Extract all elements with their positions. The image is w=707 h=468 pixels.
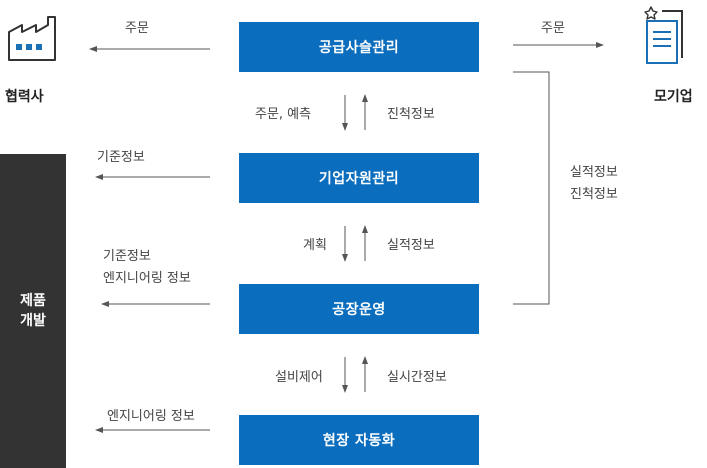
- field-automation-box: 현장 자동화: [239, 415, 479, 465]
- right-label-line-1: 실적정보: [570, 165, 618, 180]
- erp-box: 기업자원관리: [239, 153, 479, 203]
- star-icon: [644, 6, 658, 20]
- product-development-panel: 제품 개발: [0, 154, 66, 468]
- right-bracket-line: [513, 71, 550, 305]
- factory-operation-box: 공장운영: [239, 284, 479, 334]
- up-label-3: 실시간정보: [387, 370, 447, 385]
- right-label: 실적정보 진척정보: [570, 162, 618, 206]
- factory-icon: [8, 16, 56, 61]
- left-label-1: 기준정보: [97, 150, 145, 165]
- down-label-1: 주문, 예측: [255, 107, 312, 122]
- down-label-3: 설비제어: [275, 370, 323, 385]
- parent-company-label: 모기업: [654, 89, 693, 105]
- right-label-line-2: 진척정보: [570, 187, 618, 202]
- up-label-1: 진척정보: [387, 107, 435, 122]
- left-label-2-line-1: 기준정보: [103, 249, 151, 264]
- order-right-label: 주문: [541, 21, 565, 36]
- supply-chain-box: 공급사슬관리: [239, 22, 479, 72]
- sidebar-line-1: 제품: [20, 293, 46, 309]
- supplier-label: 협력사: [5, 89, 44, 105]
- left-label-3: 엔지니어링 정보: [107, 409, 195, 424]
- left-label-2-line-2: 엔지니어링 정보: [103, 271, 191, 286]
- up-label-2: 실적정보: [387, 238, 435, 253]
- document-icon: [644, 6, 683, 64]
- left-label-2: 기준정보 엔지니어링 정보: [103, 246, 191, 290]
- order-left-label: 주문: [125, 21, 149, 36]
- down-label-2: 계획: [303, 238, 327, 253]
- sidebar-line-2: 개발: [20, 313, 46, 329]
